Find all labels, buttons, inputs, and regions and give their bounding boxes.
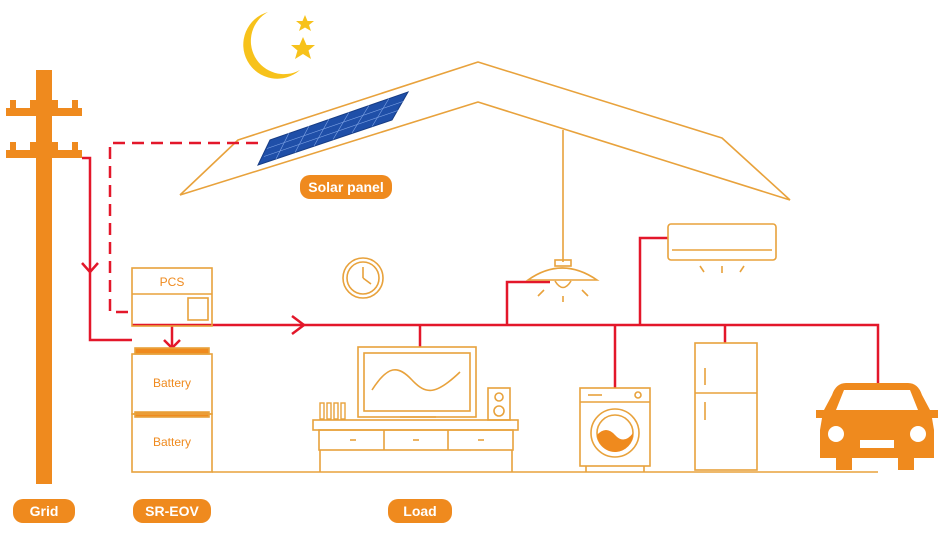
grid-flow-line [81, 156, 132, 342]
main-bus-line [132, 236, 880, 388]
battery-bottom-label: Battery [152, 435, 191, 449]
grid-label: Grid [13, 499, 75, 523]
lamp-icon [525, 130, 600, 302]
fridge-icon [694, 342, 758, 471]
car-icon [816, 383, 938, 470]
moon-icon [243, 12, 300, 79]
decor-items [319, 402, 346, 420]
star-icon [296, 15, 314, 31]
tv-icon [357, 346, 477, 418]
solar-dashed-line [108, 141, 258, 314]
house-roof [179, 61, 791, 201]
sr-eov-unit [131, 267, 213, 473]
sr-eov-label: SR-EOV [133, 499, 211, 523]
star-icon [291, 37, 315, 59]
utility-pole-icon [6, 70, 82, 484]
load-label: Load [388, 499, 452, 523]
tv-cabinet [312, 419, 519, 472]
solar-panel-label: Solar panel [300, 175, 392, 199]
pcs-label: PCS [159, 275, 185, 289]
speaker-icon [487, 387, 511, 421]
washing-machine-icon [579, 387, 651, 472]
solar-panel [257, 91, 410, 166]
clock-icon [342, 257, 384, 299]
battery-top-label: Battery [152, 376, 191, 390]
air-conditioner-icon [667, 223, 777, 273]
